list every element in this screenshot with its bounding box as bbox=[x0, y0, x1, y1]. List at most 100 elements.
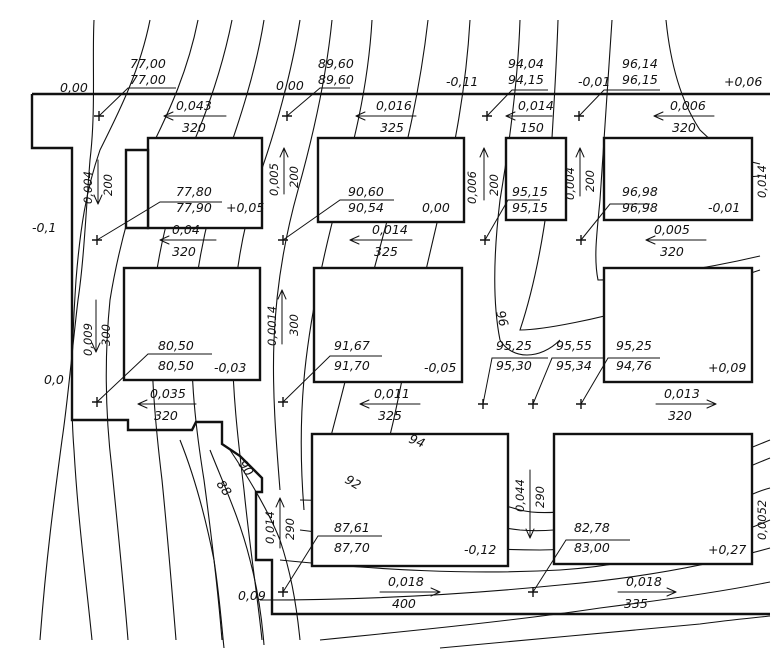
slope-arrow-h5 bbox=[159, 235, 217, 245]
contour-label: 92 bbox=[343, 472, 364, 493]
work-mark: -0,01 bbox=[708, 200, 740, 215]
building-block bbox=[122, 266, 262, 382]
elevation-ground: 94,15 bbox=[508, 72, 544, 87]
slope-arrow-h11 bbox=[379, 587, 441, 597]
corner-mark: 0,00 bbox=[276, 78, 304, 93]
slope-arrow-v9 bbox=[525, 469, 535, 539]
slope-length: 150 bbox=[520, 120, 544, 135]
slope-length: 200 bbox=[583, 170, 597, 192]
corner-mark: -0,01 bbox=[578, 74, 610, 89]
slope-length: 320 bbox=[668, 408, 692, 423]
work-mark: -0,12 bbox=[464, 542, 496, 557]
slope-value: 0,013 bbox=[664, 386, 700, 401]
slope-value: 0,014 bbox=[263, 511, 277, 544]
elevation-ground: 96,98 bbox=[622, 200, 658, 215]
slope-length: 320 bbox=[660, 244, 684, 259]
slope-length: 320 bbox=[182, 120, 206, 135]
elevation-ground: 77,00 bbox=[130, 72, 166, 87]
elevation-design: 95,15 bbox=[512, 184, 548, 199]
building-block bbox=[504, 136, 568, 222]
slope-value: 0,005 bbox=[267, 163, 281, 196]
slope-length: 300 bbox=[99, 324, 113, 346]
slope-arrow-v7 bbox=[277, 289, 287, 345]
slope-arrow-h9 bbox=[359, 399, 421, 409]
slope-value: 0,004 bbox=[563, 167, 577, 200]
slope-arrow-v1 bbox=[93, 159, 103, 205]
contour-value-labels: 96 94 92 90 88 bbox=[214, 309, 512, 499]
slope-arrow-h1 bbox=[163, 111, 227, 121]
building-block bbox=[552, 432, 754, 566]
building-blocks bbox=[122, 136, 754, 568]
slope-arrow-h6 bbox=[349, 235, 413, 245]
slope-arrow-h7 bbox=[645, 235, 707, 245]
slope-arrow-v8 bbox=[275, 497, 285, 549]
elevation-design: 95,25 bbox=[496, 338, 532, 353]
elevation-ground: 91,70 bbox=[334, 358, 370, 373]
slope-arrow-v6 bbox=[91, 299, 101, 353]
elevation-design: 89,60 bbox=[318, 56, 354, 71]
corner-mark: +0,06 bbox=[724, 74, 762, 89]
slope-value: 0,011 bbox=[374, 386, 410, 401]
slope-length: 325 bbox=[374, 244, 398, 259]
slope-value: 0,016 bbox=[376, 98, 412, 113]
elevation-ground: 95,15 bbox=[512, 200, 548, 215]
slope-value: 0,009 bbox=[81, 323, 95, 356]
elevation-design: 77,80 bbox=[176, 184, 212, 199]
elevation-design: 94,04 bbox=[508, 56, 544, 71]
contour-label: 96 bbox=[493, 309, 512, 328]
corner-mark: 0,00 bbox=[60, 80, 88, 95]
work-mark: +0,27 bbox=[708, 542, 746, 557]
slope-arrow-h3 bbox=[505, 111, 553, 121]
building-block bbox=[310, 432, 510, 568]
slope-value: 0,04 bbox=[172, 222, 200, 237]
elevation-ground: 95,30 bbox=[496, 358, 532, 373]
slope-arrow-v2 bbox=[279, 147, 289, 195]
slope-value: 0,018 bbox=[626, 574, 662, 589]
corner-marks: 0,00 0,00 -0,11 -0,01 +0,06 -0,1 0,0 0,0… bbox=[32, 74, 762, 603]
building-block bbox=[316, 136, 466, 224]
slope-arrow-h12 bbox=[617, 587, 677, 597]
elevation-design: 87,61 bbox=[334, 520, 370, 535]
work-mark: -0,03 bbox=[214, 360, 246, 375]
corner-mark: -0,11 bbox=[446, 74, 478, 89]
elevation-ground: 87,70 bbox=[334, 540, 370, 555]
slope-length: 200 bbox=[287, 166, 301, 188]
site-boundary bbox=[30, 92, 770, 616]
work-marks: +0,05 0,00 -0,01 -0,03 -0,05 +0,09 -0,12… bbox=[214, 200, 746, 557]
slope-length: 320 bbox=[672, 120, 696, 135]
slope-length: 300 bbox=[287, 314, 301, 336]
building-block bbox=[602, 136, 754, 222]
elevation-ground: 90,54 bbox=[348, 200, 384, 215]
slope-value: 0,018 bbox=[388, 574, 424, 589]
contour-label: 94 bbox=[407, 431, 427, 451]
slope-value: 0,043 bbox=[176, 98, 212, 113]
elevation-ground: 80,50 bbox=[158, 358, 194, 373]
corner-mark: 0,0 bbox=[44, 372, 64, 387]
elevation-ground: 89,60 bbox=[318, 72, 354, 87]
slope-arrows bbox=[91, 111, 717, 597]
building-block bbox=[602, 266, 754, 384]
elevation-ground: 95,34 bbox=[556, 358, 592, 373]
elevation-ground: 83,00 bbox=[574, 540, 610, 555]
slope-length: 325 bbox=[378, 408, 402, 423]
work-mark: +0,05 bbox=[226, 200, 264, 215]
slope-arrow-h2 bbox=[355, 111, 417, 121]
slope-length: 200 bbox=[101, 174, 115, 196]
slope-arrow-h8 bbox=[137, 399, 197, 409]
elevation-design: 95,55 bbox=[556, 338, 592, 353]
slope-arrow-h4 bbox=[653, 111, 715, 121]
slope-labels-horizontal: 0,043 320 0,016 325 0,014 150 0,006 320 … bbox=[150, 98, 706, 611]
slope-value: 0,0014 bbox=[265, 306, 279, 346]
leader-lines bbox=[96, 87, 660, 593]
corner-mark: -0,1 bbox=[32, 220, 56, 235]
elevation-design: 90,60 bbox=[348, 184, 384, 199]
slope-arrow-h10 bbox=[655, 399, 717, 409]
elevation-design: 82,78 bbox=[574, 520, 610, 535]
slope-length: 325 bbox=[380, 120, 404, 135]
elevation-design: 80,50 bbox=[158, 338, 194, 353]
elevation-design: 96,14 bbox=[622, 56, 658, 71]
work-mark: +0,09 bbox=[708, 360, 746, 375]
slope-value: 0,004 bbox=[81, 171, 95, 204]
slope-value: 0,035 bbox=[150, 386, 186, 401]
contour-label: 88 bbox=[214, 477, 235, 499]
